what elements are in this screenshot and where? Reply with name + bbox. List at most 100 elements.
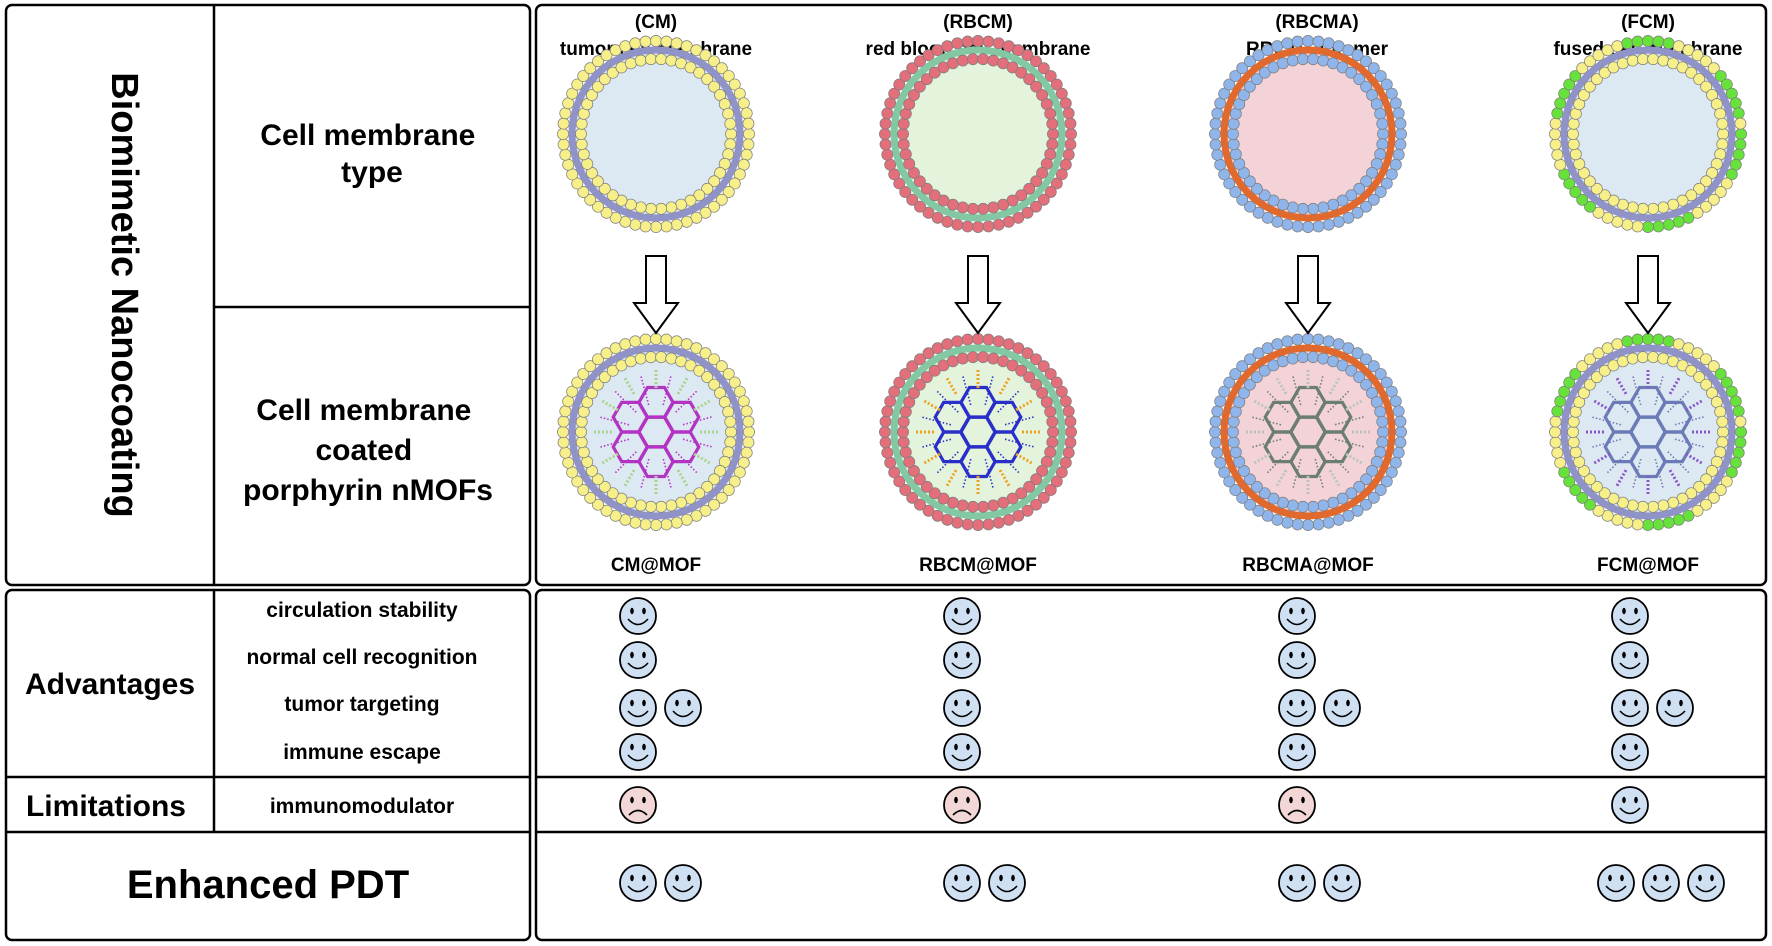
lipid-bead <box>1584 55 1596 68</box>
lipid-bead <box>881 446 894 459</box>
coated-nmof-2 <box>879 333 1077 531</box>
lipid-bead <box>1281 516 1294 529</box>
lipid-bead <box>1549 117 1562 130</box>
lipid-bead <box>1023 480 1036 493</box>
lipid-bead <box>1062 405 1075 418</box>
lipid-bead <box>1720 78 1733 91</box>
happy-face-icon <box>1611 597 1649 635</box>
lipid-bead <box>1626 499 1639 512</box>
lipid-bead <box>1676 359 1689 372</box>
lipid-bead <box>1652 518 1665 531</box>
lipid-bead <box>575 117 588 130</box>
lipid-bead <box>562 158 575 171</box>
mof-strut <box>997 390 1020 413</box>
lipid-bead <box>1250 480 1263 493</box>
lipid-bead <box>571 475 584 488</box>
lipid-bead <box>1236 193 1249 206</box>
lipid-bead <box>728 475 741 488</box>
lipid-bead <box>1647 351 1660 364</box>
lipid-bead <box>693 487 706 500</box>
lipid-bead <box>1551 405 1564 418</box>
lipid-bead <box>1021 49 1034 62</box>
lipid-bead <box>1327 496 1340 509</box>
lipid-bead <box>1374 405 1387 418</box>
lipid-bead <box>951 335 964 348</box>
lipid-bead <box>1549 128 1561 140</box>
lipid-bead <box>1050 177 1063 190</box>
lipid-bead <box>1642 333 1654 345</box>
lipid-bead <box>650 519 662 531</box>
lipid-bead <box>1584 353 1596 366</box>
lipid-bead <box>639 35 652 48</box>
lipid-bead <box>592 353 604 366</box>
lipid-bead <box>724 117 737 130</box>
lipid-bead <box>914 498 926 511</box>
lipid-bead <box>1360 498 1372 511</box>
lipid-bead <box>1229 484 1242 496</box>
lipid-bead <box>1652 333 1665 346</box>
lipid-bead <box>584 62 597 75</box>
lipid-bead <box>1353 182 1366 195</box>
lipid-bead <box>1374 368 1387 380</box>
lipid-bead <box>881 405 894 418</box>
happy-face-icon <box>619 641 657 679</box>
lipid-bead <box>899 446 912 459</box>
lipid-bead <box>972 333 984 345</box>
lipid-bead <box>1367 193 1380 206</box>
lipid-bead <box>956 352 969 365</box>
lipid-bead <box>1291 333 1304 346</box>
lipid-bead <box>1281 37 1294 50</box>
lipid-bead <box>1345 487 1358 500</box>
lipid-bead <box>1229 446 1242 459</box>
lipid-bead <box>634 54 647 67</box>
property-immune-escape: immune escape <box>283 741 441 764</box>
lipid-bead <box>660 518 673 531</box>
lipid-bead <box>1050 475 1063 488</box>
lipid-bead <box>675 496 688 509</box>
lipid-bead <box>1592 347 1605 360</box>
lipid-bead <box>1030 498 1042 511</box>
lipid-bead <box>1307 500 1320 513</box>
lipid-bead <box>1209 415 1222 428</box>
mof-strut <box>936 390 959 413</box>
down-arrow-4 <box>1624 255 1672 335</box>
lipid-bead <box>1707 360 1720 373</box>
lipid-bead <box>699 49 712 62</box>
lipid-bead <box>1392 446 1405 459</box>
column-2-product: RBCM@MOF <box>919 555 1037 576</box>
lipid-bead <box>606 364 619 377</box>
row-label-coated-nmofs-line-1: Cell membrane <box>256 394 471 427</box>
lipid-bead <box>665 499 678 512</box>
lipid-bead <box>1657 201 1670 214</box>
lipid-bead <box>598 371 611 384</box>
mof-strut <box>1266 451 1289 474</box>
lipid-bead <box>1558 87 1571 100</box>
lipid-bead <box>1252 504 1265 517</box>
enhanced-pdt-label: Enhanced PDT <box>127 863 409 907</box>
mof-strut <box>1632 375 1642 406</box>
mof-strut <box>1292 375 1302 406</box>
lipid-bead <box>1590 371 1603 384</box>
lipid-bead <box>1583 378 1596 391</box>
mof-strut <box>984 458 994 489</box>
lipid-bead <box>690 44 703 57</box>
mof-strut <box>640 375 650 406</box>
lipid-bead <box>1336 359 1349 372</box>
mof-strut <box>1327 451 1350 474</box>
lipid-bead <box>575 426 587 438</box>
mof-strut <box>1667 451 1690 474</box>
lipid-bead <box>591 80 604 93</box>
lipid-bead <box>977 351 990 364</box>
lipid-bead <box>557 138 570 151</box>
mof-linker <box>1685 452 1703 465</box>
membrane-diagrams <box>557 35 1747 531</box>
lipid-bead <box>1252 49 1265 62</box>
lipid-bead <box>997 496 1010 509</box>
lipid-bead <box>1700 353 1712 366</box>
lipid-bead <box>634 201 647 214</box>
down-arrows <box>632 255 1672 335</box>
lipid-bead <box>740 446 753 459</box>
lipid-bead <box>1211 405 1224 418</box>
lipid-bead <box>577 70 590 82</box>
mof-linker <box>998 469 1011 487</box>
